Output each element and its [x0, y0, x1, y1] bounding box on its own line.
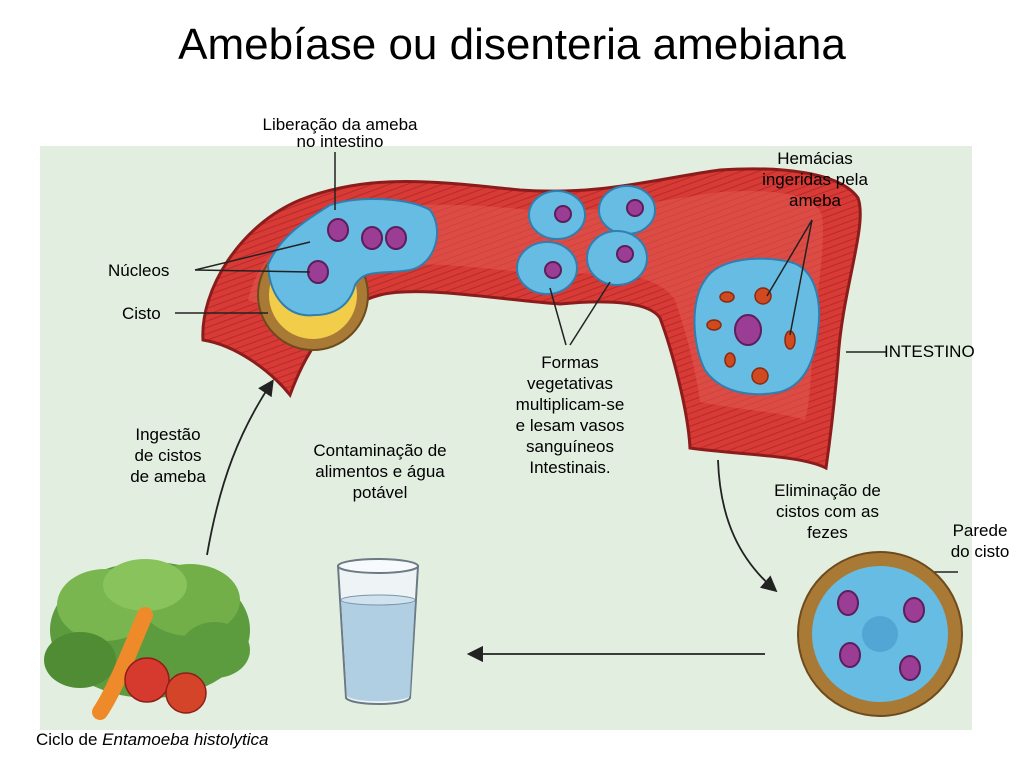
label-cisto: Cisto	[122, 304, 161, 323]
figure-caption: Ciclo de Entamoeba histolytica	[36, 730, 268, 750]
label-liberacao: Liberação da ameba no intestino	[240, 114, 440, 152]
label-intestino: INTESTINO	[884, 342, 975, 361]
ameba-with-hemacias	[693, 257, 821, 396]
label-ingestao: Ingestão de cistos de ameba	[108, 424, 228, 487]
arrow-elimination	[717, 459, 778, 593]
label-eliminacao-line-3: fezes	[807, 523, 848, 542]
label-eliminacao-line-1: Eliminação de	[774, 481, 881, 500]
label-formas-line-2: vegetativas	[527, 374, 613, 393]
label-contaminacao-line-1: Contaminação de	[313, 441, 447, 460]
label-ingestao-line-3: de ameba	[130, 467, 206, 486]
label-formas: Formas vegetativas multiplicam-se e lesa…	[495, 352, 645, 478]
nucleus-group-1	[307, 218, 407, 284]
label-contaminacao: Contaminação de alimentos e água potável	[295, 440, 465, 503]
label-ingestao-line-2: de cistos	[134, 446, 202, 465]
label-formas-line-3: multiplicam-se	[515, 395, 625, 414]
label-eliminacao-line-2: cistos com as	[776, 502, 879, 521]
arrow-ingestion	[206, 379, 274, 556]
label-contaminacao-line-2: alimentos e água	[315, 462, 445, 481]
label-liberacao-line-2: no intestino	[296, 132, 384, 151]
label-formas-line-5: sanguíneos	[526, 437, 614, 456]
page-title: Amebíase ou disenteria amebiana	[178, 20, 846, 69]
caption-species: Entamoeba histolytica	[102, 730, 269, 749]
label-parede-line-1: Parede	[952, 521, 1008, 540]
label-liberacao-line-1: Liberação da ameba	[262, 115, 418, 134]
label-nucleos: Núcleos	[108, 261, 170, 280]
label-hemacias-line-1: Hemácias	[777, 149, 853, 168]
pointer-lines	[175, 152, 958, 573]
label-hemacias-line-3: ameba	[789, 191, 841, 210]
label-eliminacao: Eliminação de cistos com as fezes	[755, 480, 900, 543]
label-hemacias-line-2: ingeridas pela	[762, 170, 868, 189]
label-formas-line-6: Intestinais.	[529, 458, 611, 477]
label-contaminacao-line-3: potável	[352, 483, 408, 502]
label-formas-line-4: e lesam vasos	[515, 416, 625, 435]
label-formas-line-1: Formas	[541, 353, 599, 372]
water-glass	[336, 558, 420, 705]
vegetables	[44, 559, 250, 720]
vegetative-forms	[516, 185, 656, 295]
cyst-eliminated	[797, 551, 963, 717]
label-hemacias: Hemácias ingeridas pela ameba	[745, 148, 885, 211]
label-ingestao-line-1: Ingestão	[135, 425, 201, 444]
label-parede-line-2: do cisto	[950, 542, 1010, 561]
caption-prefix: Ciclo de	[36, 730, 98, 749]
label-parede: Parede do cisto	[940, 520, 1020, 562]
